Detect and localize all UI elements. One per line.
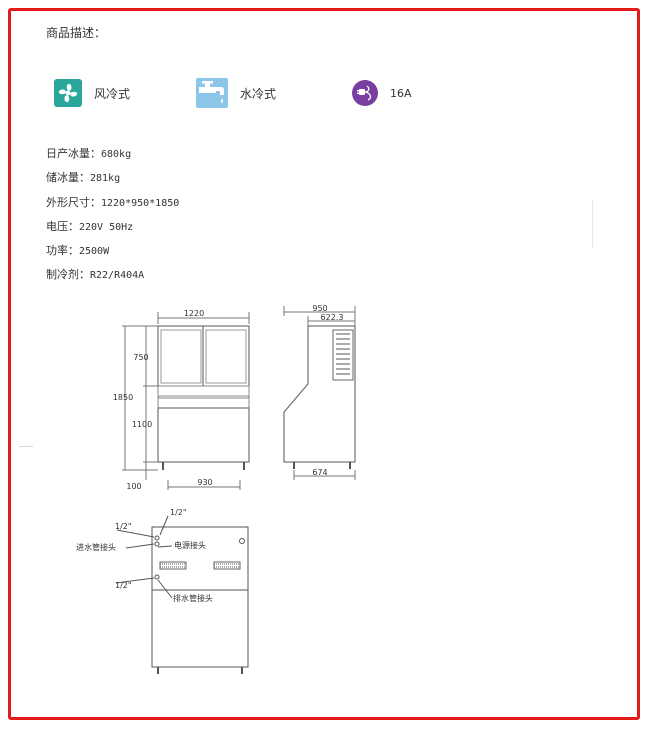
divider [592,200,593,248]
spec-dimensions: 外形尺寸：1220*950*1850 [46,195,180,209]
spec-refrigerant: 制冷剂：R22/R404A [46,268,145,282]
fan-icon [54,79,82,107]
spec-daily-ice: 日产冰量：680kg [46,147,132,160]
feature-water-cooled: 水冷式 [196,78,276,108]
water-tap-icon [196,78,228,108]
divider [19,446,33,447]
product-description-heading: 商品描述： [46,26,107,40]
feature-power: 16A [352,78,412,108]
power-plug-icon [352,80,378,106]
spec-list: 日产冰量：680kg 储冰量：281kg 外形尺寸：1220*950*1850 … [46,146,179,292]
feature-label: 水冷式 [240,86,277,101]
content-frame [8,8,640,720]
feature-air-cooled: 风冷式 [54,78,130,108]
feature-label: 风冷式 [94,86,131,101]
spec-voltage: 电压：220V 50Hz [46,219,134,233]
feature-label: 16A [390,86,412,100]
spec-power: 功率：2500W [46,244,110,258]
spec-ice-storage: 储冰量：281kg [46,171,121,185]
